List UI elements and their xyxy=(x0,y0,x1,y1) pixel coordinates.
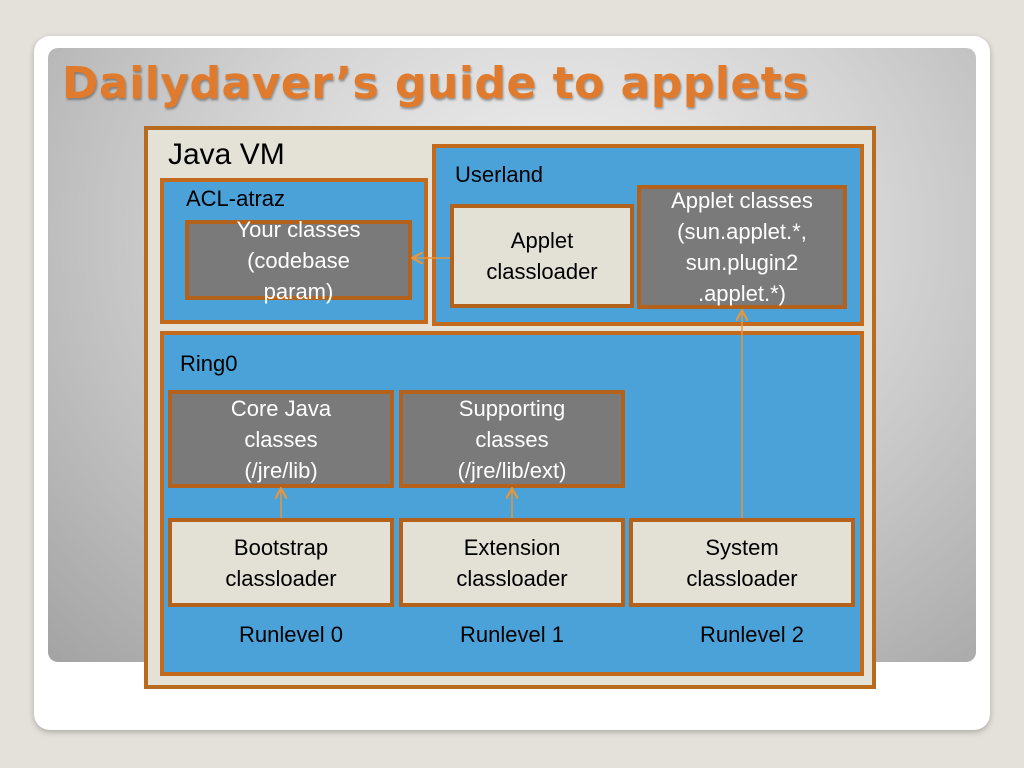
runlevel-2-label: Runlevel 2 xyxy=(700,622,804,647)
ring0-label: Ring0 xyxy=(180,351,238,376)
system-classloader-box: System classloader xyxy=(629,518,855,607)
core-java-classes-box: Core Java classes (/jre/lib) xyxy=(168,390,394,488)
bootstrap-classloader-text: Bootstrap classloader xyxy=(225,534,337,591)
supporting-classes-box: Supporting classes (/jre/lib/ext) xyxy=(399,390,625,488)
runlevel-1-label: Runlevel 1 xyxy=(460,622,564,647)
runlevel-0-label: Runlevel 0 xyxy=(239,622,343,647)
your-classes-text: Your classes (codebase param) xyxy=(236,216,361,304)
extension-classloader-text: Extension classloader xyxy=(456,534,568,591)
acl-atraz-label: ACL-atraz xyxy=(186,186,286,211)
system-classloader-text: System classloader xyxy=(686,534,798,591)
supporting-classes-text: Supporting classes (/jre/lib/ext) xyxy=(457,395,567,483)
applet-classloader-text: Applet classloader xyxy=(486,228,598,284)
userland-label: Userland xyxy=(455,162,544,187)
applet-classes-box: Applet classes (sun.applet.*, sun.plugin… xyxy=(637,185,847,309)
extension-classloader-box: Extension classloader xyxy=(399,518,625,607)
applet-classes-text: Applet classes (sun.applet.*, sun.plugin… xyxy=(671,188,813,306)
core-java-classes-text: Core Java classes (/jre/lib) xyxy=(230,395,332,483)
slide-title: Dailydaver’s guide to applets xyxy=(62,58,810,109)
java-vm-label: Java VM xyxy=(168,138,285,171)
applet-classloader-box: Applet classloader xyxy=(450,204,634,308)
your-classes-box: Your classes (codebase param) xyxy=(185,217,412,304)
bootstrap-classloader-box: Bootstrap classloader xyxy=(168,518,394,607)
